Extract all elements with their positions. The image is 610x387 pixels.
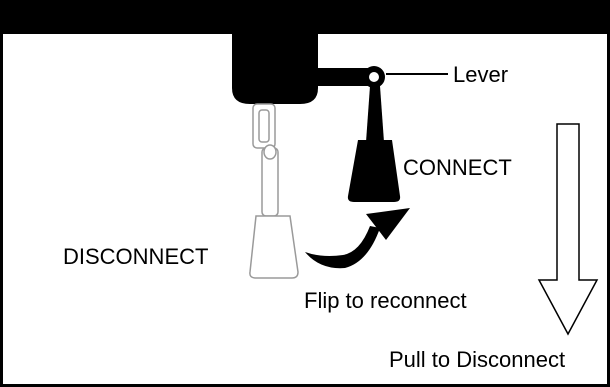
disconnected-handle (249, 103, 299, 279)
connected-handle (347, 86, 401, 202)
disconnect-label: DISCONNECT (63, 244, 209, 269)
lever-arm (300, 66, 385, 88)
flip-label: Flip to reconnect (304, 288, 467, 313)
curved-arrow-icon (305, 208, 410, 269)
connect-label: CONNECT (403, 155, 512, 180)
lever-label: Lever (453, 62, 509, 87)
down-arrow-icon (537, 123, 599, 336)
pull-label: Pull to Disconnect (389, 347, 566, 372)
trolley-carriage (232, 30, 318, 104)
ceiling-rail (0, 0, 610, 34)
